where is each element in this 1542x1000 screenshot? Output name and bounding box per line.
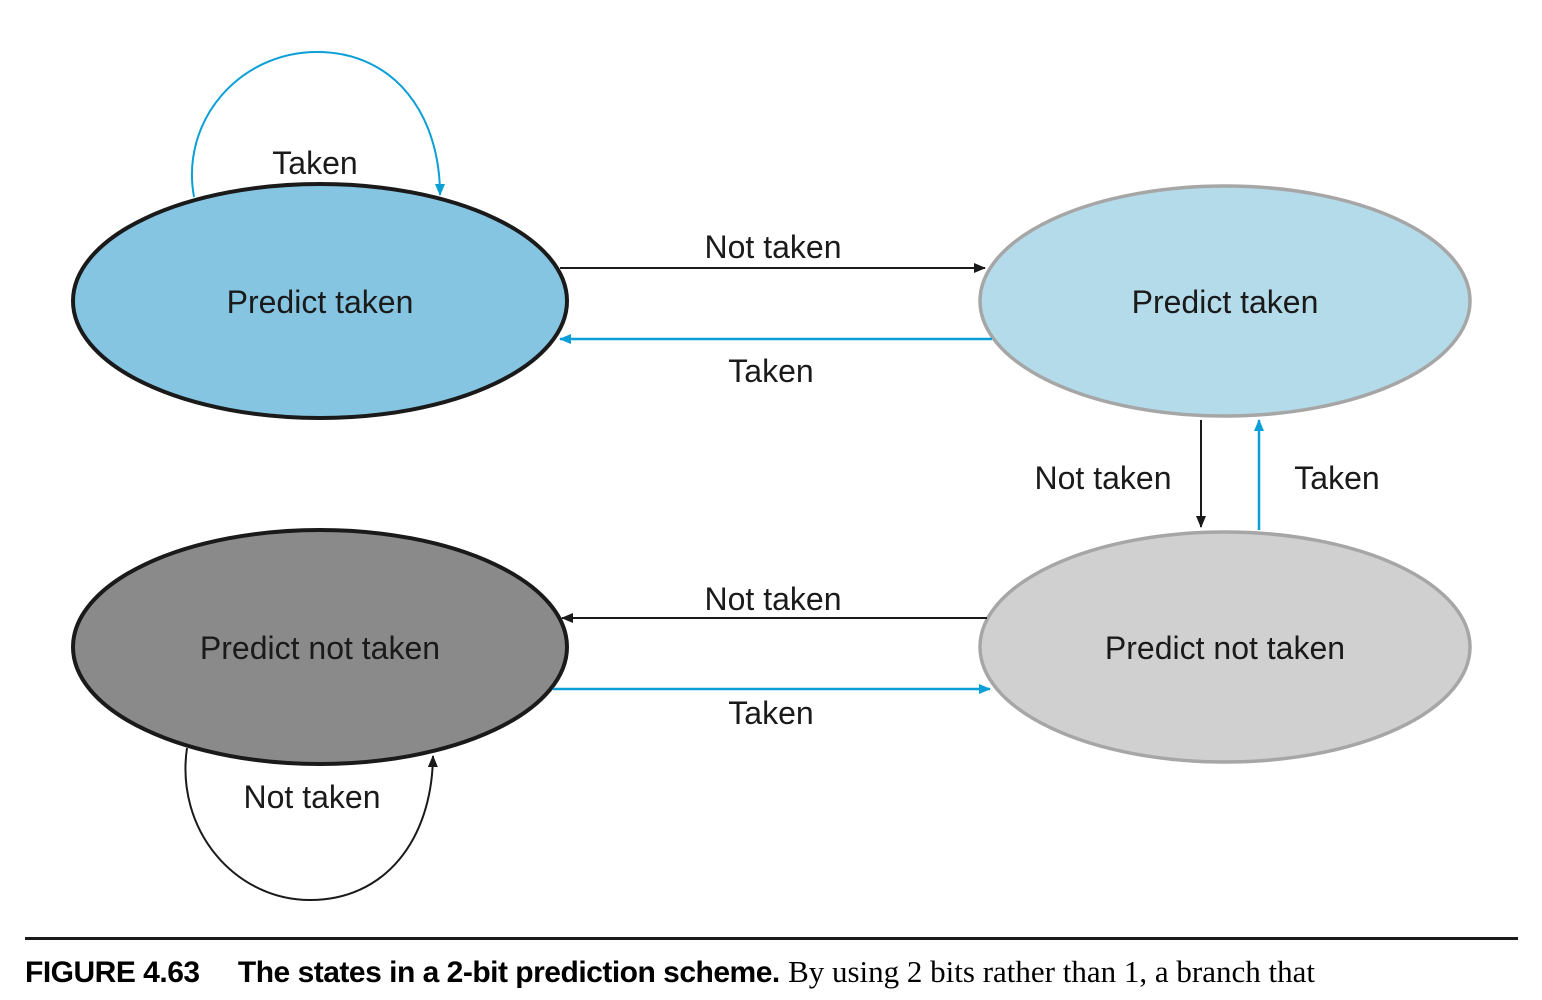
figure-caption: FIGURE 4.63 The states in a 2-bit predic… xyxy=(25,952,1315,993)
transition-label: Taken xyxy=(1294,460,1379,496)
state-strong-predict-not-taken xyxy=(71,528,569,766)
transition-label: Not taken xyxy=(705,229,842,265)
state-weak-predict-taken xyxy=(978,184,1472,418)
state-diagram: Predict taken Predict taken Predict not … xyxy=(71,50,1472,902)
transition-label: Not taken xyxy=(705,581,842,617)
transition-strong-taken-self-arrow xyxy=(191,50,445,198)
figure-number: FIGURE 4.63 xyxy=(25,956,200,989)
transition-label: Taken xyxy=(728,695,813,731)
state-label: Predict not taken xyxy=(1105,630,1345,666)
transition-strong-not-taken-self-arrow xyxy=(184,747,438,902)
state-weak-predict-not-taken xyxy=(978,530,1472,764)
state-label: Predict taken xyxy=(227,284,414,320)
transition-label: Taken xyxy=(728,353,813,389)
figure-title: The states in a 2-bit prediction scheme. xyxy=(237,956,780,989)
state-strong-predict-taken xyxy=(71,182,569,420)
state-label: Predict taken xyxy=(1132,284,1319,320)
transition-label: Not taken xyxy=(244,779,381,815)
caption-divider xyxy=(25,937,1518,940)
transition-label: Taken xyxy=(272,145,357,181)
figure-caption-body: By using 2 bits rather than 1, a branch … xyxy=(788,954,1315,989)
transition-label: Not taken xyxy=(1035,460,1172,496)
state-label: Predict not taken xyxy=(200,630,440,666)
